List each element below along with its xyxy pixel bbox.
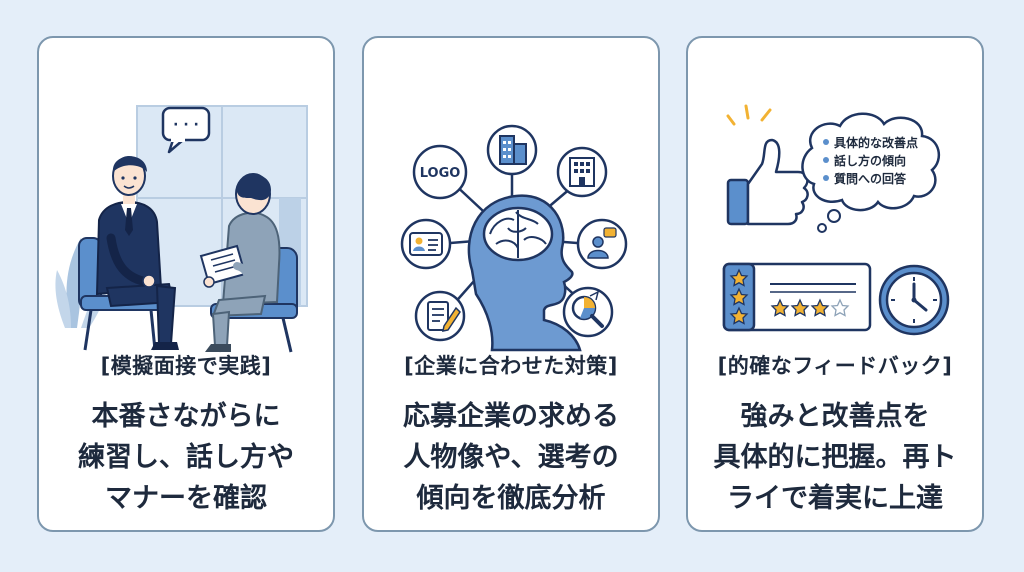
- logo-icon: LOGO: [412, 144, 468, 200]
- logo-text: LOGO: [420, 166, 461, 181]
- thought-cloud-icon: 具体的な改善点 話し方の傾向 質問への回答: [801, 112, 941, 233]
- card-title: [企業に合わせた対策]: [404, 354, 618, 378]
- card-description: 強みと改善点を 具体的に把握。再ト ライで着実に上達: [688, 396, 982, 519]
- card-title: [模擬面接で実践]: [100, 354, 272, 378]
- speech-bubble-icon: · · ·: [161, 106, 211, 154]
- cloud-item: 具体的な改善点: [834, 135, 918, 150]
- clock-icon: [878, 264, 950, 336]
- interviewer-icon: [205, 173, 281, 352]
- thumbs-up-icon: [726, 104, 809, 226]
- card-title: [的確なフィードバック]: [717, 354, 953, 378]
- card-description-line: 傾向を徹底分析: [416, 483, 606, 514]
- illustration-company-strategy: LOGO: [376, 88, 648, 358]
- card-description-line: マナーを確認: [105, 483, 267, 514]
- card-description-line: 練習し、話し方や: [78, 442, 294, 473]
- card-description: 本番さながらに 練習し、話し方や マナーを確認: [39, 396, 333, 519]
- magnifier-chart-icon: [562, 286, 614, 338]
- cloud-item: 話し方の傾向: [834, 153, 906, 168]
- person-speech-icon: [576, 218, 628, 270]
- company-building-icon: [486, 124, 538, 176]
- candidate-icon: [95, 156, 179, 350]
- bubble-text: · · ·: [173, 117, 199, 133]
- card-description-line: 具体的に把握。再ト: [713, 442, 957, 473]
- cloud-item: 質問への回答: [834, 171, 907, 186]
- card-description-line: 本番さながらに: [91, 401, 281, 432]
- illustration-feedback: 具体的な改善点 話し方の傾向 質問への回答: [700, 88, 972, 358]
- document-icon: [199, 244, 252, 288]
- id-card-icon: [400, 218, 452, 270]
- card-mock-interview: · · ·: [37, 36, 335, 532]
- card-description-line: 人物像や、選考の: [403, 442, 619, 473]
- card-description-line: ライで着実に上達: [727, 483, 943, 514]
- document-pen-icon: [414, 290, 466, 342]
- card-description-line: 応募企業の求める: [403, 401, 619, 432]
- office-building-icon: [556, 146, 608, 198]
- card-company-strategy: LOGO: [362, 36, 660, 532]
- card-description: 応募企業の求める 人物像や、選考の 傾向を徹底分析: [364, 396, 658, 519]
- card-description-line: 強みと改善点を: [740, 401, 930, 432]
- illustration-mock-interview: · · ·: [51, 88, 323, 358]
- brain-head-icon: [467, 194, 582, 352]
- star-icon: [729, 268, 850, 325]
- card-feedback: 具体的な改善点 話し方の傾向 質問への回答: [686, 36, 984, 532]
